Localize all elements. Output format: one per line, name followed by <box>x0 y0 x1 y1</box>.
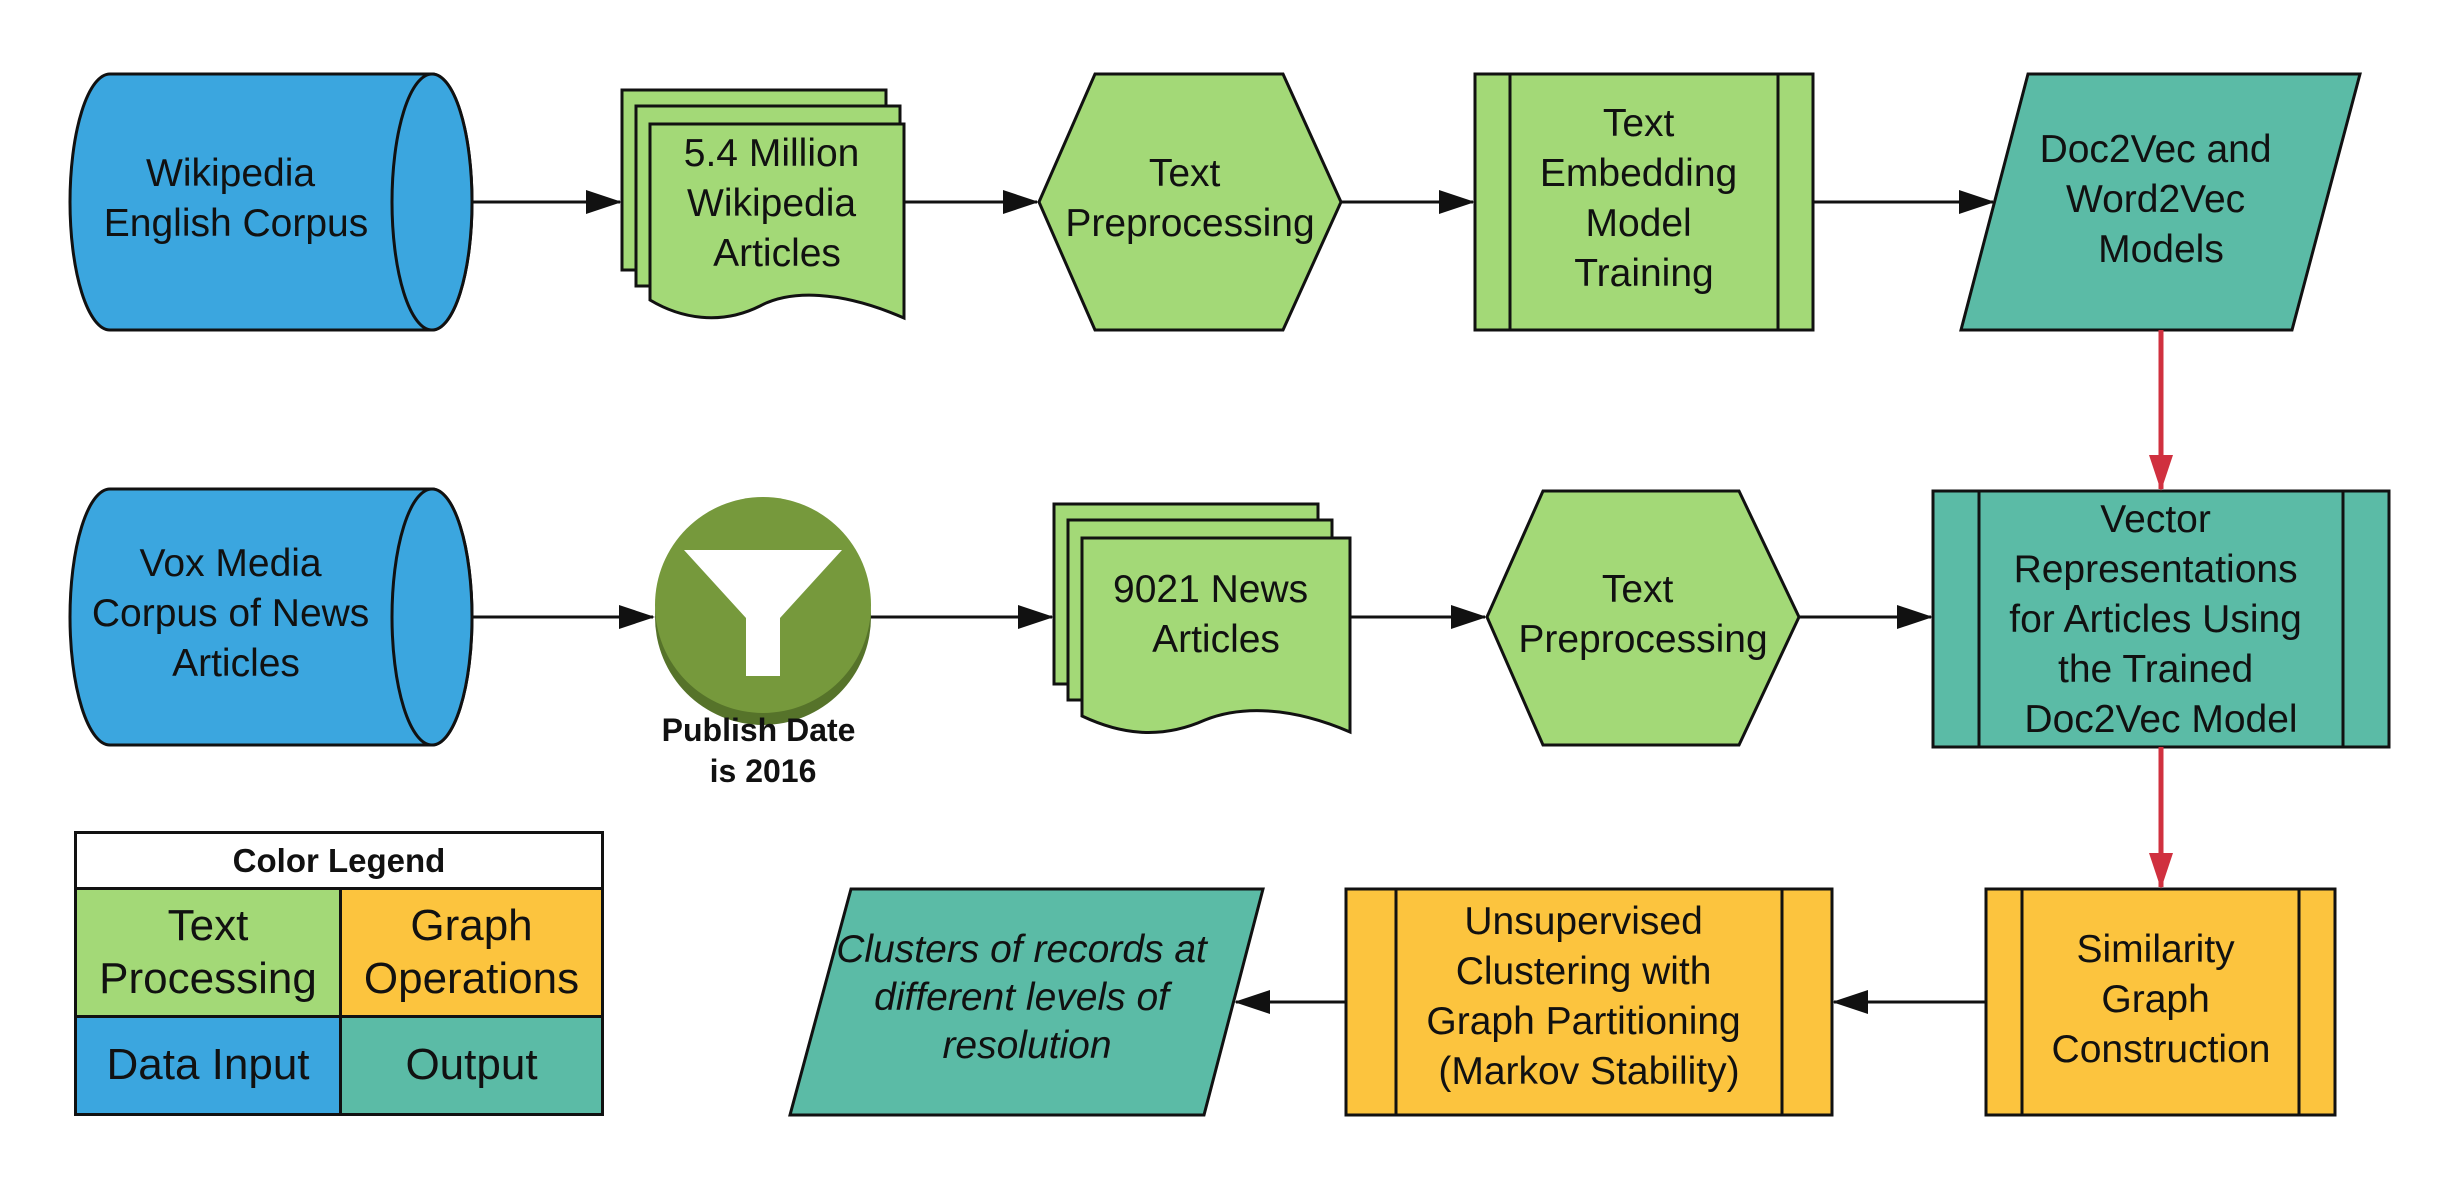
similarity-label-3: Construction <box>2052 1028 2271 1071</box>
wiki-corpus-label-2: English Corpus <box>104 202 368 245</box>
clustering-label-2: Clustering with <box>1456 950 1712 993</box>
wiki-articles-label-1: 5.4 Million <box>684 132 860 175</box>
svg-text:5.4 Million Wikipedia: 5.4 Million Wikipedia Articles <box>684 132 870 275</box>
svg-text:Text Preprocessing: Text Preprocessing <box>1065 152 1314 245</box>
wiki-articles-label-2: Wikipedia <box>687 182 856 225</box>
similarity-label-2: Graph <box>2101 978 2209 1021</box>
text-preprocessing-1-node: Text Preprocessing <box>1037 72 1343 332</box>
vector-representations-node: Vector Representations for Articles Usin… <box>1931 489 2391 749</box>
news-articles-label-2: Articles <box>1152 618 1280 661</box>
clustering-label-1: Unsupervised <box>1464 900 1702 943</box>
similarity-label-1: Similarity <box>2076 928 2235 971</box>
svg-text:Wikipedia English Corpus: Wikipedia English Corpus <box>104 152 368 245</box>
clusters-label-3: resolution <box>942 1024 1111 1067</box>
parallelogram <box>788 887 1265 1117</box>
clustering-label-3: Graph Partitioning <box>1426 1000 1740 1043</box>
clustering-node: Unsupervised Clustering with Graph Parti… <box>1344 887 1834 1117</box>
filter-label-1: Publish Date <box>662 712 856 748</box>
legend-text-processing: Text Processing <box>74 887 342 1018</box>
embedding-label-4: Training <box>1574 252 1713 295</box>
doc-front <box>1080 536 1352 735</box>
preprocess-2-label-2: Preprocessing <box>1518 618 1767 661</box>
process-box <box>1984 887 2337 1117</box>
embedding-label-1: Text <box>1603 102 1675 145</box>
svg-text:Publish Date is 2016: Publish Date is 2016 <box>662 712 865 789</box>
doc-front <box>648 122 906 321</box>
svg-text:Vox Media Corpus of News: Vox Media Corpus of News Articles <box>92 542 380 685</box>
wiki-corpus-label-1: Wikipedia <box>146 152 315 195</box>
clusters-output-node: Clusters of records at different levels … <box>788 887 1265 1117</box>
legend-output: Output <box>339 1015 604 1116</box>
wiki-articles-label-3: Articles <box>713 232 841 275</box>
cylinder-end <box>390 72 474 332</box>
text-preprocessing-2-node: Text Preprocessing <box>1485 489 1801 747</box>
vox-corpus-node: Vox Media Corpus of News Articles <box>68 487 474 747</box>
process-box <box>1931 489 2391 749</box>
embedding-label-2: Embedding <box>1540 152 1737 195</box>
vector-label-3: for Articles Using <box>2009 598 2302 641</box>
legend-graph-operations: Graph Operations <box>339 887 604 1018</box>
preprocess-2-label-1: Text <box>1602 568 1674 611</box>
similarity-graph-node: Similarity Graph Construction <box>1984 887 2337 1117</box>
vector-label-1: Vector <box>2100 498 2211 541</box>
publish-date-filter-node: Publish Date is 2016 <box>655 497 871 789</box>
svg-text:Text Preprocessing: Text Preprocessing <box>1518 568 1767 661</box>
parallelogram <box>1959 72 2362 332</box>
vox-corpus-label-2: Corpus of News <box>92 592 369 635</box>
news-articles-label-1: 9021 News <box>1113 568 1308 611</box>
legend-data-input: Data Input <box>74 1015 342 1116</box>
vector-label-5: Doc2Vec Model <box>2024 698 2297 741</box>
clusters-label-1: Clusters of records at <box>836 928 1209 971</box>
embedding-label-3: Model <box>1585 202 1691 245</box>
preprocess-1-label-2: Preprocessing <box>1065 202 1314 245</box>
clusters-label-2: different levels of <box>874 976 1173 1019</box>
doc2vec-label-2: Word2Vec <box>2066 178 2245 221</box>
embedding-training-node: Text Embedding Model Training <box>1473 72 1815 332</box>
cylinder-end <box>390 487 474 747</box>
svg-text:9021 News Articles: 9021 News Articles <box>1113 568 1319 661</box>
doc2vec-models-node: Doc2Vec and Word2Vec Models <box>1959 72 2362 332</box>
vox-corpus-label-3: Articles <box>172 642 300 685</box>
svg-text:Clusters of records at d: Clusters of records at different levels … <box>836 928 1217 1067</box>
wiki-articles-node: 5.4 Million Wikipedia Articles <box>620 88 906 321</box>
svg-text:Unsupervised Clustering: Unsupervised Clustering with Graph Parti… <box>1426 900 1751 1093</box>
preprocess-1-label-1: Text <box>1149 152 1221 195</box>
svg-text:Doc2Vec and Word2Vec: Doc2Vec and Word2Vec Models <box>2040 128 2283 271</box>
svg-text:Similarity Graph C: Similarity Graph Construction <box>2052 928 2271 1071</box>
arrows <box>472 190 2173 1014</box>
funnel-icon <box>684 550 842 676</box>
svg-text:Vector Representations: Vector Representations for Articles Usin… <box>2009 498 2312 741</box>
doc2vec-label-1: Doc2Vec and <box>2040 128 2272 171</box>
filter-label-2: is 2016 <box>710 753 817 789</box>
wiki-corpus-node: Wikipedia English Corpus <box>68 72 474 332</box>
legend-title: Color Legend <box>74 831 604 890</box>
vector-label-2: Representations <box>2014 548 2298 591</box>
vox-corpus-label-1: Vox Media <box>140 542 322 585</box>
news-articles-node: 9021 News Articles <box>1052 502 1352 735</box>
svg-text:Text Embedding Mod: Text Embedding Model Training <box>1540 102 1748 295</box>
doc2vec-label-3: Models <box>2098 228 2224 271</box>
vector-label-4: the Trained <box>2058 648 2253 691</box>
clustering-label-4: (Markov Stability) <box>1438 1050 1739 1093</box>
process-box <box>1473 72 1815 332</box>
